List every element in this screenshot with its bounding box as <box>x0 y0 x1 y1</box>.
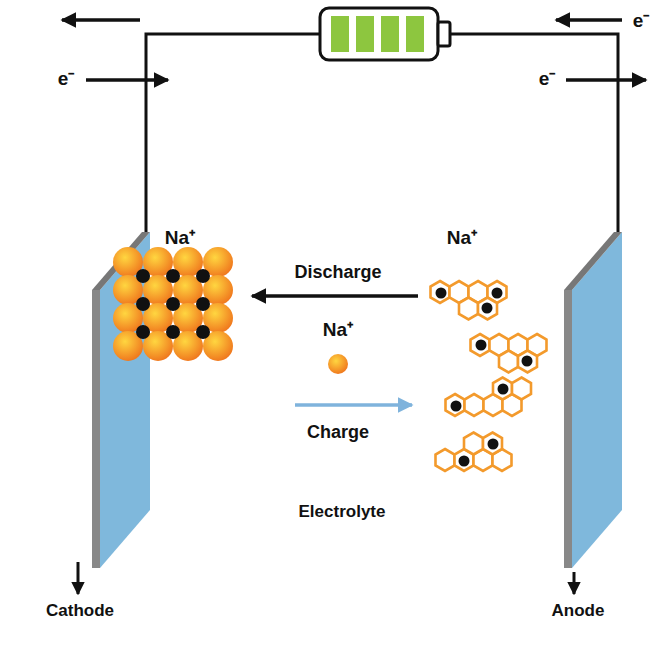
discharge-arrow <box>252 294 418 298</box>
cathode-plate <box>92 232 150 568</box>
electron-arrow <box>566 78 646 82</box>
anode-graphite <box>431 281 547 471</box>
ion-label: Na⁺ <box>323 320 353 341</box>
electrolyte-label: Electrolyte <box>299 503 386 522</box>
sodium-ion <box>328 354 348 374</box>
electrode-label: Anode <box>552 602 605 621</box>
electrode-label: Cathode <box>46 602 114 621</box>
electron-label: e⁻ <box>539 69 556 90</box>
battery-symbol <box>320 8 450 60</box>
leader-arrow <box>573 572 576 594</box>
cathode-lattice <box>113 247 233 361</box>
leader-arrow <box>77 562 80 594</box>
electron-label: e⁻ <box>58 69 75 90</box>
anode-plate <box>564 232 622 568</box>
process-label: Charge <box>307 423 369 443</box>
electron-arrow <box>62 18 140 22</box>
ion-label: Na⁺ <box>447 228 477 249</box>
process-label: Discharge <box>294 263 381 283</box>
electron-arrow <box>86 78 168 82</box>
charge-arrow <box>295 403 412 407</box>
wire <box>450 34 618 232</box>
electron-label: e⁻ <box>633 11 650 32</box>
ion-label: Na⁺ <box>165 228 195 249</box>
electron-arrow <box>556 18 622 22</box>
wire <box>146 34 320 232</box>
